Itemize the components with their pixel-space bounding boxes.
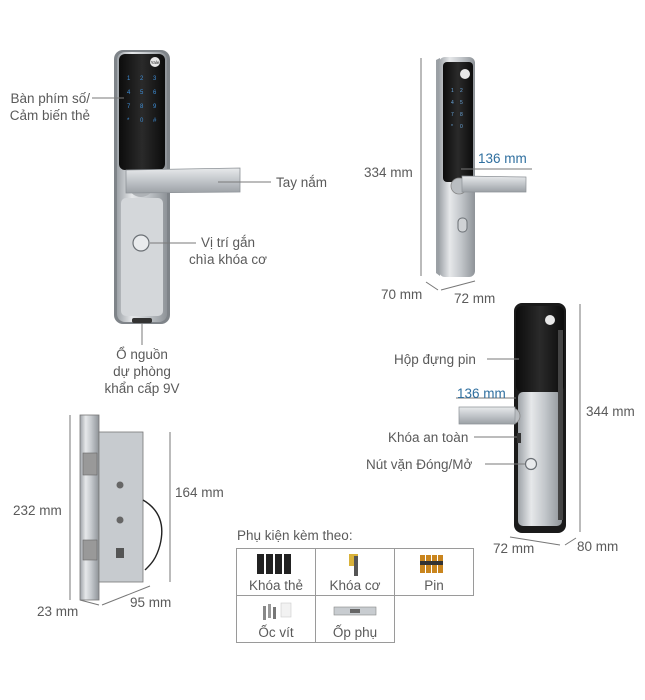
handle-label: Tay nắm — [276, 175, 328, 190]
battery-box-label: Hộp đựng pin — [394, 352, 476, 367]
svg-text:0: 0 — [460, 124, 463, 130]
svg-text:#: # — [153, 118, 157, 124]
svg-text:4: 4 — [451, 100, 454, 106]
back-handle-length-label: 136 mm — [457, 386, 506, 401]
accessory-label: Ốp phụ — [332, 625, 378, 640]
mortise-height-label: 232 mm — [13, 503, 62, 518]
accessory-label: Pin — [424, 578, 444, 593]
mortise-thickness-label: 23 mm — [37, 604, 79, 619]
accessory-label: Khóa cơ — [329, 578, 381, 593]
keypad-label-line2: Cảm biến thẻ — [9, 108, 90, 123]
dimension-lines — [69, 58, 581, 606]
accessory-cell: Ốp phụ — [315, 595, 395, 643]
accessories-title: Phụ kiện kèm theo: — [237, 528, 353, 543]
side-depth-label: 72 mm — [454, 291, 496, 306]
svg-text:Yale: Yale — [151, 60, 160, 65]
safety-lock-label: Khóa an toàn — [388, 430, 469, 445]
svg-text:*: * — [127, 118, 130, 124]
keypad-digits: 1 2 3 4 5 6 7 8 9 * 0 # — [127, 76, 157, 124]
accessory-label: Ốc vít — [258, 625, 294, 640]
knob-label: Nút vặn Đóng/Mở — [366, 457, 473, 472]
mechanical-key-icon — [349, 554, 358, 576]
svg-text:7: 7 — [451, 112, 454, 118]
power-label-line3: khẩn cấp 9V — [104, 381, 180, 396]
keyhole-label-line1: Vị trí gắn — [200, 235, 256, 250]
svg-text:3: 3 — [153, 76, 157, 82]
accessory-cell: Ốc vít — [236, 595, 316, 643]
keyhole-label: Vị trí gắn chìa khóa cơ — [184, 234, 272, 268]
front-lock-illustration: Yale 1 2 3 4 5 6 7 8 9 * 0 # — [114, 50, 241, 324]
accessory-cell: Pin — [394, 548, 474, 596]
keycard-icon — [257, 554, 291, 574]
svg-text:5: 5 — [140, 90, 144, 96]
front-leader-lines — [92, 97, 271, 345]
svg-text:0: 0 — [140, 118, 144, 124]
accessories-table: Khóa thẻ Khóa cơ Pin — [236, 548, 474, 643]
keypad-label-line1: Bàn phím số/ — [10, 91, 90, 106]
brand-logo-icon — [150, 57, 160, 67]
key-cylinder-icon — [132, 234, 150, 252]
svg-text:8: 8 — [460, 112, 463, 118]
safety-lock-switch-icon — [517, 433, 521, 443]
accessory-cell: Khóa thẻ — [236, 548, 316, 596]
side-height-label: 334 mm — [364, 165, 413, 180]
svg-text:7: 7 — [127, 104, 131, 110]
svg-text:2: 2 — [460, 88, 463, 94]
power-label-line1: Ổ nguồn — [116, 347, 168, 362]
back-leader-lines — [474, 358, 525, 465]
power-port-label: Ổ nguồn dự phòng khẩn cấp 9V — [96, 346, 188, 397]
back-height-label: 344 mm — [586, 404, 635, 419]
svg-text:8: 8 — [140, 104, 144, 110]
back-width-label: 72 mm — [493, 541, 535, 556]
turn-knob-icon — [524, 457, 538, 471]
back-depth-label: 80 mm — [577, 539, 619, 554]
power-label-line2: dự phòng — [113, 364, 171, 379]
side-width-label: 70 mm — [381, 287, 423, 302]
side-handle-length-label: 136 mm — [478, 151, 527, 166]
keypad-label: Bàn phím số/ Cảm biến thẻ — [4, 90, 90, 124]
battery-icon — [420, 555, 443, 573]
svg-text:6: 6 — [153, 90, 157, 96]
accessory-label: Khóa thẻ — [248, 578, 304, 593]
accessory-cell: Khóa cơ — [315, 548, 395, 596]
svg-text:9: 9 — [153, 104, 157, 110]
side-logo-icon — [460, 69, 470, 79]
svg-text:5: 5 — [460, 100, 463, 106]
svg-text:*: * — [451, 124, 453, 130]
svg-text:1: 1 — [451, 88, 454, 94]
mortise-width-label: 95 mm — [130, 595, 172, 610]
svg-text:4: 4 — [127, 90, 131, 96]
svg-text:2: 2 — [140, 76, 144, 82]
screws-icon — [263, 602, 292, 620]
strike-plate-icon — [333, 606, 377, 616]
svg-text:1: 1 — [127, 76, 131, 82]
back-lock-illustration — [458, 303, 566, 533]
mortise-inner-height-label: 164 mm — [175, 485, 224, 500]
keyhole-label-line2: chìa khóa cơ — [189, 252, 267, 267]
mortise-illustration — [79, 414, 163, 601]
back-logo-icon — [545, 315, 555, 325]
